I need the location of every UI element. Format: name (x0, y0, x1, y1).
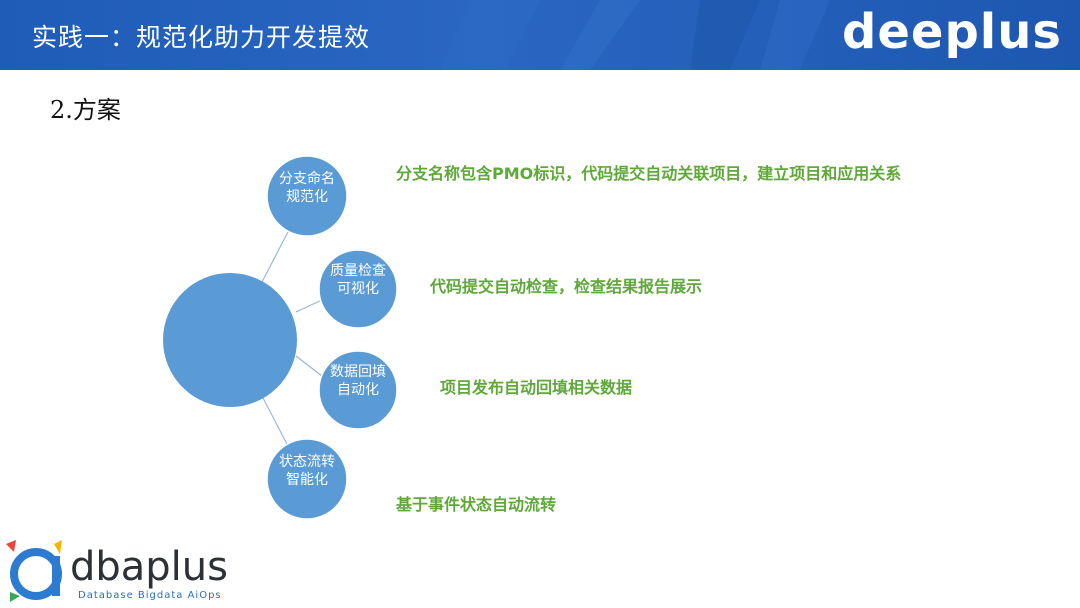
connector-line (261, 227, 291, 283)
dbaplus-tagline: Database Bigdata AiOps (78, 590, 222, 601)
node-circle (318, 249, 398, 329)
hub-circle (163, 273, 297, 407)
description-branch-naming: 分支名称包含PMO标识，代码提交自动关联项目，建立项目和应用关系 (396, 164, 902, 183)
header-title: 实践一：规范化助力开发提效 (32, 23, 371, 52)
connector-line (295, 299, 323, 313)
node-circle (266, 438, 348, 520)
dbaplus-logo-icon (6, 540, 62, 602)
node-label-data-backfill: 数据回填自动化 (330, 364, 386, 398)
node-label-quality-check: 质量检查可视化 (330, 263, 386, 297)
header-decoration (440, 0, 830, 70)
description-quality-check: 代码提交自动检查，检查结果报告展示 (430, 277, 703, 296)
dbaplus-logo: dbaplus Database Bigdata AiOps (6, 538, 228, 606)
section-title: 2.方案 (50, 96, 121, 124)
dbaplus-wordmark: dbaplus (70, 544, 228, 590)
deeplus-logo: deeplus (841, 4, 1062, 60)
node-circle (318, 350, 398, 430)
node-label-branch-naming: 分支命名规范化 (279, 171, 335, 205)
description-status-flow: 基于事件状态自动流转 (396, 495, 557, 514)
connector-line (295, 355, 323, 377)
connector-line (261, 395, 289, 447)
node-label-status-flow: 状态流转智能化 (279, 454, 335, 488)
header-bar: 实践一：规范化助力开发提效 deeplus (0, 0, 1080, 70)
node-circle (266, 155, 348, 237)
description-data-backfill: 项目发布自动回填相关数据 (440, 378, 633, 397)
